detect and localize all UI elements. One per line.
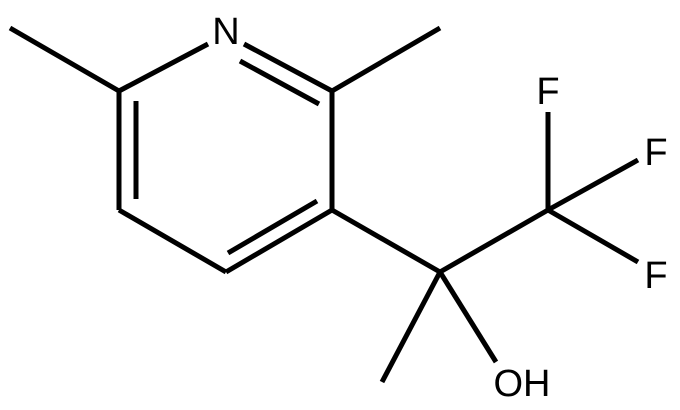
bond-c4-c5 — [117, 207, 228, 275]
fluorine-bottom-label: F — [644, 255, 667, 297]
hydroxyl-label: OH — [494, 363, 551, 405]
fluorine-middle-label: F — [644, 132, 667, 174]
bond-n-c2 — [242, 41, 334, 94]
fluorine-top-label: F — [536, 71, 559, 113]
bond-quaternary-methyl — [379, 270, 443, 384]
nitrogen-label: N — [212, 11, 239, 53]
bond-c3-quaternary — [330, 207, 442, 275]
bond-c3-c4 — [224, 207, 334, 275]
bond-quaternary-cf3 — [438, 207, 550, 275]
bond-c2-methyl — [330, 25, 442, 94]
bond-c2-c2-inner — [238, 58, 321, 107]
bond-cf3-f-middle — [546, 157, 640, 213]
bond-cf3-f-bottom — [546, 207, 640, 265]
bond-c3-c4-inner — [226, 198, 319, 256]
bond-c6-n — [117, 41, 210, 94]
bond-quaternary-oh — [437, 270, 499, 364]
bond-c6-methyl — [8, 25, 121, 94]
